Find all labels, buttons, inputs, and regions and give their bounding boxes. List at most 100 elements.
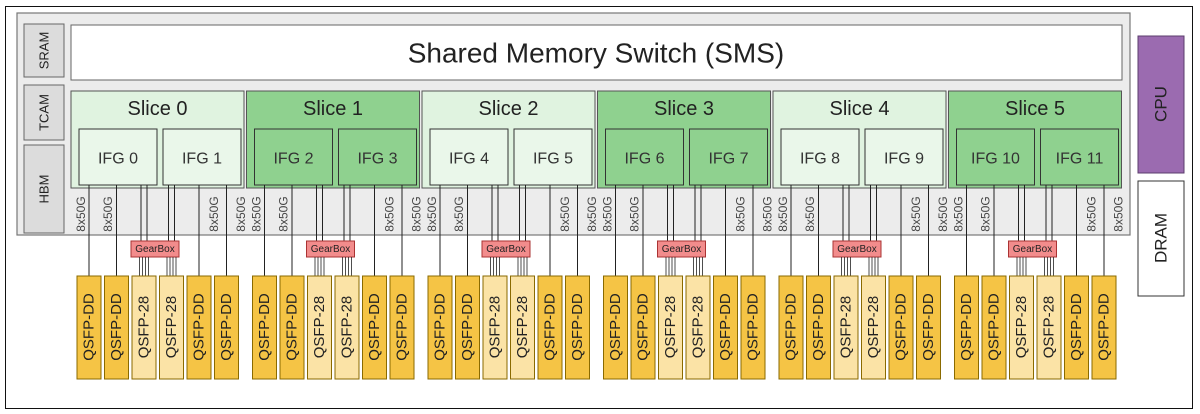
qsfp-dd-port (778, 275, 804, 380)
slice-5: Slice 5 IFG 10 IFG 11 GearBox (948, 90, 1122, 380)
link-label-8x50g: 8x50G (558, 196, 572, 231)
qsfp-dd-port (537, 275, 563, 380)
qsfp-28-port (1036, 275, 1062, 380)
slice-label: Slice 3 (654, 98, 714, 120)
qsfp-dd-port (389, 275, 415, 380)
link-label-8x50g: 8x50G (250, 196, 264, 231)
ifg-box (605, 128, 684, 186)
memory-box-hbm (23, 144, 65, 234)
link-label-8x50g: 8x50G (979, 196, 993, 231)
port-label: QSFP-DD (81, 293, 98, 361)
qsfp-dd-port (186, 275, 212, 380)
slice-label: Slice 4 (829, 98, 889, 120)
qsfp-28-port (334, 275, 360, 380)
port-label: QSFP-28 (865, 296, 882, 359)
port-label: QSFP-28 (136, 296, 153, 359)
port-label: QSFP-DD (432, 293, 449, 361)
port-label: QSFP-28 (1013, 296, 1030, 359)
qsfp-dd-port (104, 275, 129, 380)
link-label-8x50g: 8x50G (936, 196, 950, 231)
diagram-frame (5, 6, 1193, 409)
qsfp-28-port (658, 275, 683, 380)
link-label-8x50g: 8x50G (734, 196, 748, 231)
port-label: QSFP-DD (958, 293, 975, 361)
link-label-8x50g: 8x50G (585, 196, 599, 231)
cpu-label: CPU (1152, 86, 1171, 122)
memory-label-sram: SRAM (37, 32, 52, 70)
port-label: QSFP-DD (607, 293, 624, 361)
ifg-box (1040, 128, 1119, 186)
qsfp-dd-port (981, 275, 1007, 380)
link-label-8x50g: 8x50G (776, 196, 790, 231)
dram-box (1137, 180, 1185, 297)
port-label: QSFP-DD (191, 293, 208, 361)
qsfp-dd-port (455, 275, 480, 380)
qsfp-28-port (833, 275, 859, 380)
qsfp-28-port (1009, 275, 1034, 380)
memory-box-tcam (23, 84, 65, 141)
qsfp-dd-port (565, 275, 590, 380)
port-label: QSFP-DD (745, 293, 762, 361)
port-label: QSFP-28 (514, 296, 531, 359)
qsfp-dd-port (888, 275, 914, 380)
ifg-label: IFG 9 (884, 151, 924, 168)
qsfp-dd-port (630, 275, 656, 380)
ifg-box (864, 128, 944, 186)
link-label-8x50g: 8x50G (383, 196, 397, 231)
qsfp-28-port (482, 275, 508, 380)
port-label: QSFP-28 (1041, 296, 1058, 359)
memory-label-tcam: TCAM (37, 94, 52, 131)
link-label-8x50g: 8x50G (101, 196, 115, 231)
qsfp-dd-port (427, 275, 453, 380)
qsfp-dd-port (362, 275, 387, 380)
port-label: QSFP-28 (690, 296, 707, 359)
port-label: QSFP-28 (838, 296, 855, 359)
link-label-8x50g: 8x50G (761, 196, 775, 231)
qsfp-dd-port (76, 275, 102, 380)
gearbox-box (1008, 240, 1057, 258)
port-label: QSFP-28 (163, 296, 180, 359)
port-label: QSFP-DD (366, 293, 383, 361)
gearbox-box (481, 240, 531, 258)
port-label: QSFP-DD (108, 293, 125, 361)
qsfp-28-port (131, 275, 157, 380)
qsfp-dd-port (1091, 275, 1117, 380)
ifg-box (689, 128, 768, 186)
gearbox-label: GearBox (837, 244, 876, 255)
ifg-box (338, 128, 417, 186)
port-label: QSFP-DD (1068, 293, 1085, 361)
link-label-8x50g: 8x50G (803, 196, 817, 231)
slice-label: Slice 0 (127, 98, 187, 120)
link-label-8x50g: 8x50G (909, 196, 923, 231)
qsfp-dd-port (252, 275, 277, 380)
memory-box-sram (23, 23, 65, 78)
port-label: QSFP-28 (339, 296, 356, 359)
ifg-label: IFG 11 (1056, 151, 1104, 168)
port-label: QSFP-DD (1096, 293, 1113, 361)
ifg-label: IFG 10 (971, 151, 1020, 168)
sms-box (70, 24, 1123, 81)
gearbox-box (130, 240, 180, 258)
port-label: QSFP-DD (635, 293, 652, 361)
slice-label: Slice 5 (1005, 98, 1065, 120)
ifg-label: IFG 1 (182, 151, 222, 168)
qsfp-28-port (510, 275, 535, 380)
gearbox-box (832, 240, 882, 258)
qsfp-dd-port (1064, 275, 1089, 380)
qsfp-dd-port (954, 275, 979, 380)
gearbox-label: GearBox (1013, 244, 1052, 255)
gearbox-box (657, 240, 706, 258)
ifg-label: IFG 6 (624, 151, 664, 168)
link-label-8x50g: 8x50G (628, 196, 642, 231)
ifg-label: IFG 3 (357, 151, 397, 168)
port-label: QSFP-28 (311, 296, 328, 359)
qsfp-dd-port (214, 275, 239, 380)
link-label-8x50g: 8x50G (452, 196, 466, 231)
ifg-label: IFG 0 (98, 151, 138, 168)
qsfp-dd-port (713, 275, 738, 380)
link-label-8x50g: 8x50G (425, 196, 439, 231)
